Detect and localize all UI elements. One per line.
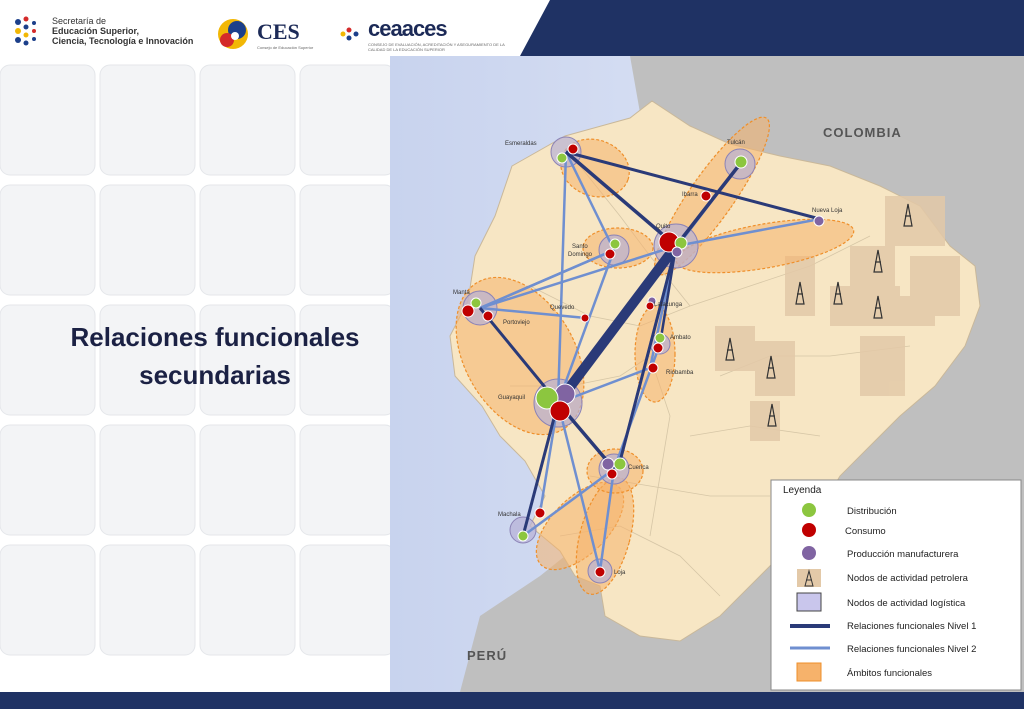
ceaaces-logo: ceaaces CONSEJO DE EVALUACIÓN, ACREDITAC… bbox=[338, 16, 518, 52]
legend-item-nivel1: Relaciones funcionales Nivel 1 bbox=[790, 621, 976, 632]
city-manta: Manta bbox=[453, 290, 470, 296]
map-legend: Leyenda Distribución Consumo Producción … bbox=[770, 479, 1022, 691]
ces-subtitle: Consejo de Educación Superior bbox=[257, 44, 314, 50]
legend-label-consumo: Consumo bbox=[845, 526, 886, 537]
legend-item-petrolera: Nodos de actividad petrolera bbox=[797, 569, 969, 587]
city-nueva-loja: Nueva Loja bbox=[812, 208, 843, 214]
city-ambato: Ambato bbox=[670, 335, 691, 341]
oil-activity-zones bbox=[715, 196, 960, 441]
legend-label-ambitos: Ámbitos funcionales bbox=[847, 668, 932, 679]
legend-label-logistica: Nodos de actividad logística bbox=[847, 598, 966, 609]
legend-item-consumo: Consumo bbox=[802, 523, 886, 537]
legend-label-petrolera: Nodos de actividad petrolera bbox=[847, 573, 969, 584]
background-pattern bbox=[0, 64, 390, 656]
ceaaces-subtitle: CONSEJO DE EVALUACIÓN, ACREDITACIÓN Y AS… bbox=[368, 42, 505, 52]
label-peru: PERÚ bbox=[467, 648, 507, 663]
senescyt-emblem-icon bbox=[15, 16, 36, 46]
city-portoviejo: Portoviejo bbox=[503, 320, 530, 326]
senescyt-line1: Secretaría de bbox=[52, 16, 107, 26]
legend-item-produccion: Producción manufacturera bbox=[802, 546, 959, 560]
city-esmeraldas: Esmeraldas bbox=[505, 141, 537, 147]
title-line-1: Relaciones funcionales bbox=[70, 322, 360, 352]
city-latacunga: Latacunga bbox=[654, 302, 683, 308]
ecuador-functional-relations-map: COLOMBIA PERÚ Esmeraldas Tulcán Ibarra N… bbox=[390, 56, 1024, 692]
city-santo-domingo-1: Santo bbox=[572, 244, 588, 250]
slide-title: Relaciones funcionales secundarias bbox=[30, 318, 400, 394]
city-guayaquil: Guayaquil bbox=[498, 395, 525, 401]
city-machala: Machala bbox=[498, 512, 521, 518]
city-labels: Esmeraldas Tulcán Ibarra Nueva Loja Quit… bbox=[453, 140, 843, 576]
city-quito: Quito bbox=[656, 224, 671, 230]
footer-bar bbox=[0, 692, 1024, 709]
oil-derrick-icons bbox=[725, 203, 913, 427]
ces-name: CES bbox=[257, 18, 300, 44]
ces-emblem-icon bbox=[218, 19, 248, 49]
senescyt-line2: Educación Superior, bbox=[52, 26, 140, 36]
oil-derrick-icon bbox=[804, 569, 814, 587]
ces-logo: CES Consejo de Educación Superior bbox=[215, 16, 313, 52]
city-riobamba: Riobamba bbox=[666, 370, 694, 376]
legend-label-nivel1: Relaciones funcionales Nivel 1 bbox=[847, 621, 976, 632]
header-accent-band bbox=[520, 0, 1024, 56]
legend-item-nivel2: Relaciones funcionales Nivel 2 bbox=[790, 644, 976, 655]
city-ibarra: Ibarra bbox=[682, 192, 698, 198]
header-bar: Secretaría de Educación Superior, Cienci… bbox=[0, 0, 1024, 60]
legend-label-nivel2: Relaciones funcionales Nivel 2 bbox=[847, 644, 976, 655]
city-quevedo: Quevedo bbox=[550, 305, 575, 311]
legend-label-distribucion: Distribución bbox=[847, 506, 897, 517]
legend-item-ambitos: Ámbitos funcionales bbox=[796, 662, 932, 682]
legend-item-distribucion: Distribución bbox=[802, 503, 897, 517]
legend-title: Leyenda bbox=[783, 485, 822, 496]
city-santo-domingo-2: Domingo bbox=[568, 252, 593, 258]
city-nodes bbox=[461, 143, 825, 578]
legend-item-logistica: Nodos de actividad logística bbox=[796, 592, 966, 612]
ceaaces-name: ceaaces bbox=[368, 16, 448, 41]
relations-level-1 bbox=[478, 150, 821, 537]
label-colombia: COLOMBIA bbox=[823, 125, 902, 140]
senescyt-logo: Secretaría de Educación Superior, Cienci… bbox=[12, 14, 193, 48]
city-loja: Loja bbox=[614, 570, 626, 576]
senescyt-line3: Ciencia, Tecnología e Innovación bbox=[52, 36, 194, 46]
city-tulcan: Tulcán bbox=[727, 140, 745, 146]
title-line-2: secundarias bbox=[139, 360, 291, 390]
city-cuenca: Cuenca bbox=[628, 465, 649, 471]
ceaaces-emblem-icon bbox=[340, 27, 359, 41]
legend-label-produccion: Producción manufacturera bbox=[847, 549, 959, 560]
